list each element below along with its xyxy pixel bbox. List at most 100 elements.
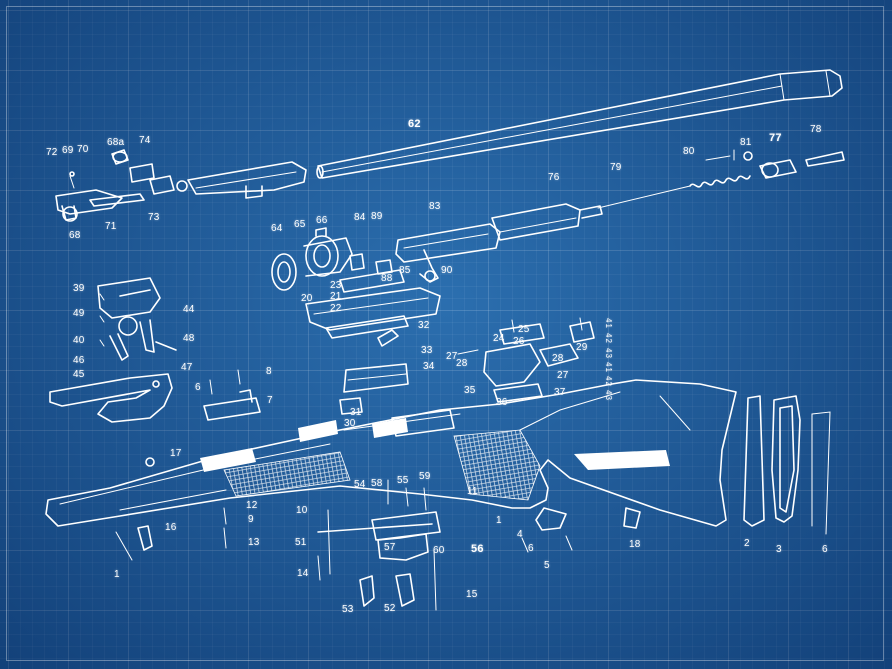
label-20: 20	[301, 293, 313, 304]
label-8: 8	[266, 366, 272, 377]
label-22: 22	[330, 303, 342, 314]
label-9: 9	[248, 514, 254, 525]
cleaning-rod-and-spring	[597, 149, 845, 209]
label-58: 58	[371, 478, 383, 489]
label-54: 54	[354, 479, 366, 490]
label-26: 26	[513, 336, 525, 347]
label-59: 59	[419, 471, 431, 482]
label-69: 69	[62, 145, 74, 156]
label-4: 4	[517, 529, 523, 540]
label-51: 51	[295, 537, 307, 548]
label-55: 55	[397, 475, 409, 486]
label-15: 15	[466, 589, 478, 600]
label-65: 65	[294, 219, 306, 230]
label-35: 35	[464, 385, 476, 396]
label-71: 71	[105, 221, 117, 232]
label-30: 30	[344, 418, 356, 429]
label-56: 56	[471, 543, 484, 555]
label-89: 89	[371, 211, 383, 222]
label-72: 72	[46, 147, 58, 158]
label-29: 29	[576, 342, 588, 353]
small-parts-6-7-8	[203, 369, 261, 421]
label-76: 76	[548, 172, 560, 183]
label-vertical-5: 42	[604, 376, 613, 387]
label-11: 11	[467, 486, 478, 497]
label-32: 32	[418, 320, 430, 331]
label-78: 78	[810, 124, 822, 135]
rear-action-parts	[457, 317, 595, 403]
front-sight-assembly	[55, 149, 155, 222]
bolt-assembly	[395, 203, 603, 283]
label-84: 84	[354, 212, 366, 223]
label-16: 16	[165, 522, 177, 533]
label-77: 77	[769, 132, 782, 144]
label-53: 53	[342, 604, 354, 615]
label-18: 18	[629, 539, 641, 550]
butt-plate	[743, 395, 831, 535]
label-39: 39	[73, 283, 85, 294]
label-vertical-2: 42	[604, 333, 613, 344]
label-vertical-6: 43	[604, 390, 613, 401]
label-vertical-1: 41	[604, 318, 613, 329]
label-21: 21	[330, 291, 342, 302]
label-66: 66	[316, 215, 328, 226]
label-1-left: 1	[114, 569, 120, 580]
label-5: 5	[544, 560, 550, 571]
label-83: 83	[429, 201, 441, 212]
label-6-lower: 6	[528, 543, 534, 554]
label-23: 23	[330, 280, 342, 291]
label-12: 12	[246, 500, 258, 511]
label-88: 88	[381, 273, 393, 284]
label-27-left: 27	[446, 351, 458, 362]
label-52: 52	[384, 603, 396, 614]
receiver-body	[305, 253, 441, 415]
label-34: 34	[423, 361, 435, 372]
rifle-stock	[45, 379, 737, 527]
label-48: 48	[183, 333, 195, 344]
label-70: 70	[77, 144, 89, 155]
label-60: 60	[433, 545, 445, 556]
label-vertical-3: 43	[604, 348, 613, 359]
label-28-right: 28	[552, 353, 564, 364]
label-90: 90	[441, 265, 453, 276]
label-6-upper: 6	[195, 382, 201, 393]
label-13: 13	[248, 537, 260, 548]
label-24: 24	[493, 333, 505, 344]
label-10: 10	[296, 505, 308, 516]
label-37: 37	[554, 387, 566, 398]
label-64: 64	[271, 223, 283, 234]
magazine-trigger-group	[317, 479, 441, 611]
label-81: 81	[740, 137, 752, 148]
label-57: 57	[384, 542, 396, 553]
label-49: 49	[73, 308, 85, 319]
label-44: 44	[183, 304, 195, 315]
label-7: 7	[267, 395, 273, 406]
label-31: 31	[350, 407, 362, 418]
label-25: 25	[518, 324, 530, 335]
label-40: 40	[73, 335, 85, 346]
label-68: 68	[69, 230, 81, 241]
receiver-top	[149, 161, 307, 199]
label-45: 45	[73, 369, 85, 380]
bottom-small-parts	[115, 507, 641, 581]
barrel	[316, 69, 843, 179]
label-2: 2	[744, 538, 750, 549]
trigger-guard	[49, 373, 173, 423]
label-33: 33	[421, 345, 433, 356]
label-74: 74	[139, 135, 151, 146]
label-46: 46	[73, 355, 85, 366]
label-6-right: 6	[822, 544, 828, 555]
label-79: 79	[610, 162, 622, 173]
scope-mount-rings	[271, 227, 353, 291]
label-vertical-4: 41	[604, 362, 613, 373]
label-28-left: 28	[456, 358, 468, 369]
label-47: 47	[181, 362, 193, 373]
label-80: 80	[683, 146, 695, 157]
blueprint-frame	[6, 6, 884, 661]
label-14: 14	[297, 568, 309, 579]
label-17: 17	[170, 448, 182, 459]
trigger-mechanism-left	[97, 277, 177, 361]
